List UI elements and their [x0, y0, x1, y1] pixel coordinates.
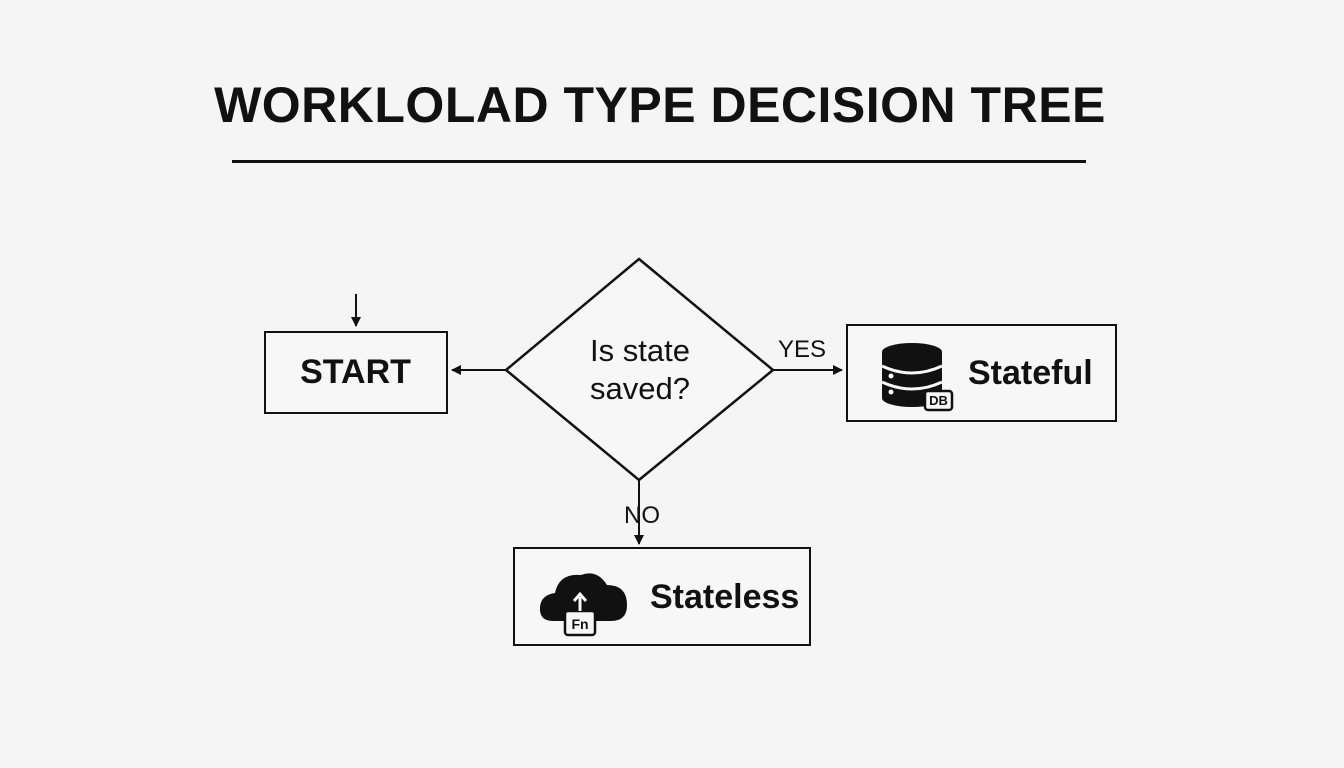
function-badge: Fn	[571, 616, 588, 632]
stateful-node: DB Stateful	[846, 324, 1117, 422]
no-label: NO	[624, 502, 660, 529]
start-node: START	[264, 331, 448, 414]
yes-label: YES	[778, 336, 827, 363]
database-icon: DB	[881, 343, 954, 412]
stateless-label: Stateless	[650, 578, 800, 616]
stateless-node: Fn Stateless	[513, 547, 811, 646]
title-underline	[232, 160, 1086, 163]
diagram-title: WORKLOLAD TYPE DECISION TREE	[214, 77, 1106, 133]
decision-line-2: saved?	[590, 371, 690, 406]
stateful-label: Stateful	[968, 354, 1093, 392]
start-label: START	[300, 353, 411, 391]
decision-line-1: Is state	[590, 333, 690, 368]
database-badge: DB	[929, 393, 948, 408]
decision-question: Is state saved?	[540, 332, 740, 408]
cloud-function-icon: Fn	[539, 573, 627, 637]
